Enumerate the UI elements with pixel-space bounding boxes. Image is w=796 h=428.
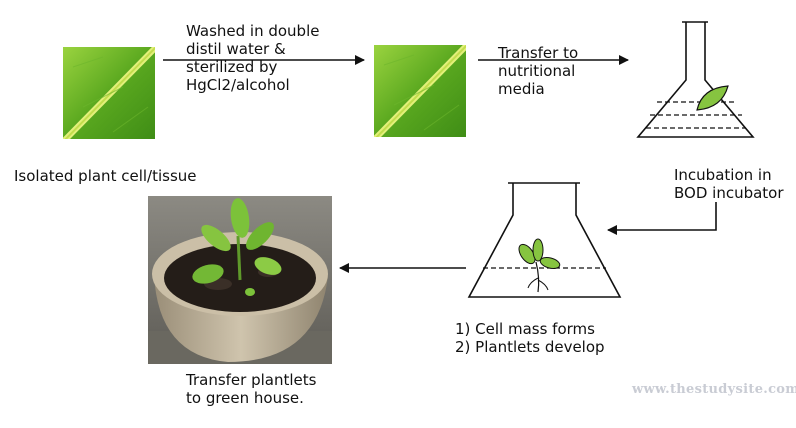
- transfer-media-label: Transfer to nutritional media: [498, 44, 579, 98]
- flask-with-leaf: [636, 21, 755, 138]
- incubation-label: Incubation in BOD incubator: [674, 166, 784, 202]
- watermark: www.thestudysite.com: [632, 382, 796, 397]
- growth-label: 1) Cell mass forms 2) Plantlets develop: [455, 320, 605, 356]
- greenhouse-label: Transfer plantlets to green house.: [186, 371, 317, 407]
- potted-plantlet-photo: [148, 196, 332, 364]
- isolated-tissue-label: Isolated plant cell/tissue: [14, 167, 197, 185]
- leaf-tissue-photo-1: [63, 47, 155, 139]
- arrow-to-flask-2: [607, 202, 717, 235]
- leaf-tissue-photo-2: [374, 45, 466, 137]
- wash-label: Washed in double distil water & steriliz…: [186, 22, 320, 94]
- flask-with-plantlet: [467, 182, 622, 298]
